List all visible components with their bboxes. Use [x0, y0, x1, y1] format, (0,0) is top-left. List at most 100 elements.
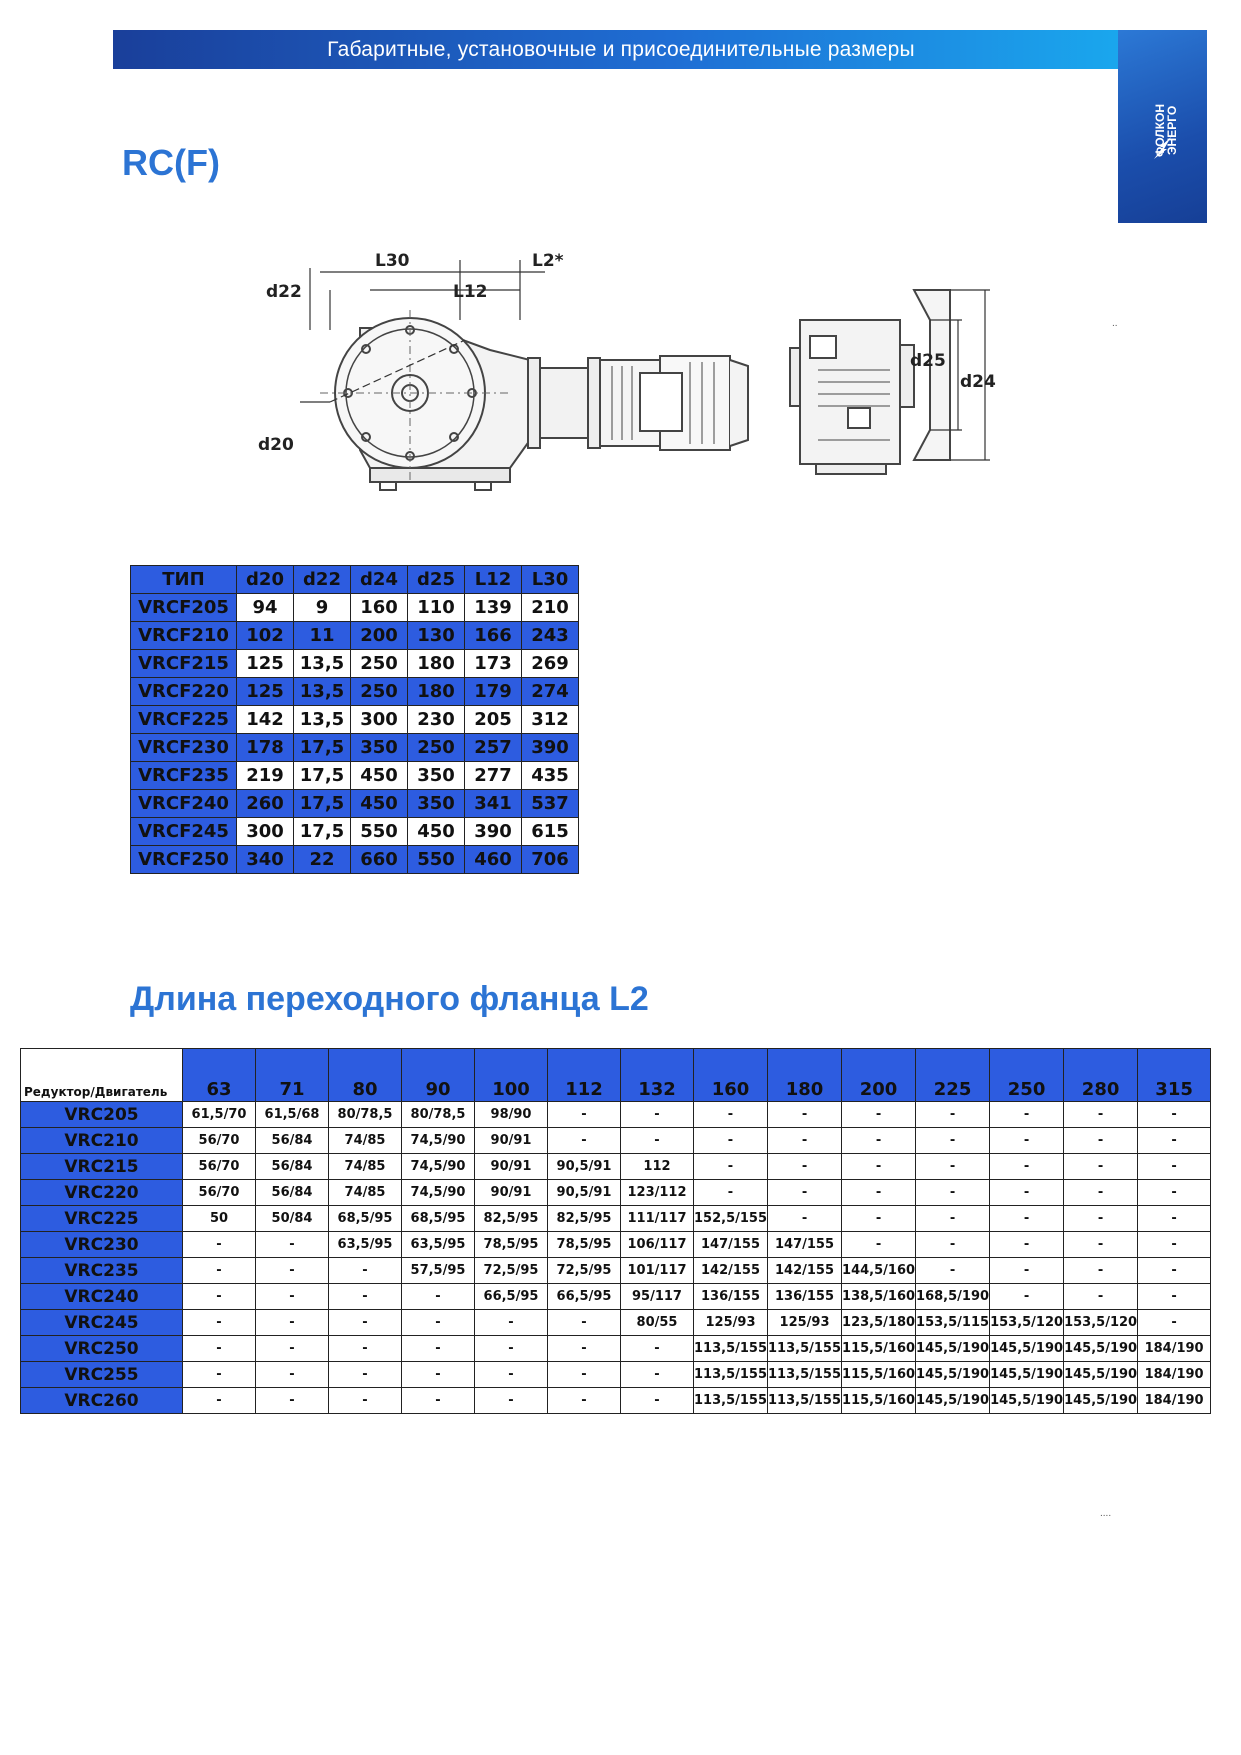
flange-length-value-cell: 115,5/160 [841, 1335, 917, 1362]
flange-length-value-cell: - [182, 1257, 256, 1284]
flange-length-value-cell: 153,5/120 [989, 1309, 1065, 1336]
dimensions-value-cell: 205 [464, 705, 522, 734]
motor-size-column-header: 90 [401, 1048, 475, 1102]
flange-length-value-cell: - [1063, 1257, 1139, 1284]
motor-size-column-header: 200 [841, 1048, 917, 1102]
flange-length-value-cell: 115,5/160 [841, 1387, 917, 1414]
flange-length-value-cell: - [328, 1361, 402, 1388]
flange-length-value-cell: - [1063, 1231, 1139, 1258]
flange-length-value-cell: 145,5/190 [1063, 1335, 1139, 1362]
flange-length-value-cell: - [1063, 1179, 1139, 1206]
flange-length-value-cell: - [1137, 1101, 1212, 1128]
flange-length-value-cell: - [328, 1257, 402, 1284]
motor-size-column-header: 315 [1137, 1048, 1212, 1102]
flange-length-value-cell: - [841, 1127, 917, 1154]
flange-length-value-cell: - [841, 1231, 917, 1258]
dimensions-column-header: L30 [521, 565, 579, 594]
reducer-name-cell: VRC250 [20, 1335, 183, 1362]
flange-length-value-cell: - [328, 1283, 402, 1310]
dimensions-value-cell: 17,5 [293, 817, 351, 846]
flange-length-value-cell: 125/93 [767, 1309, 843, 1336]
flange-length-value-cell: - [182, 1231, 256, 1258]
reducer-name-cell: VRC210 [20, 1127, 183, 1154]
flange-length-value-cell: - [255, 1283, 329, 1310]
flange-length-value-cell: - [182, 1309, 256, 1336]
flange-length-value-cell: 123,5/180 [841, 1309, 917, 1336]
motor-size-column-header: 80 [328, 1048, 402, 1102]
flange-length-value-cell: - [1137, 1309, 1212, 1336]
dimensions-value-cell: 250 [350, 649, 408, 678]
flange-length-value-cell: 68,5/95 [328, 1205, 402, 1232]
flange-length-value-cell: - [767, 1101, 843, 1128]
flange-length-value-cell: 113,5/155 [767, 1387, 843, 1414]
flange-length-value-cell: 74,5/90 [401, 1179, 475, 1206]
dimensions-value-cell: 250 [350, 677, 408, 706]
flange-length-value-cell: 142/155 [692, 1257, 769, 1284]
flange-length-value-cell: - [692, 1101, 769, 1128]
label-d20: d20 [258, 435, 294, 455]
dimensions-value-cell: 125 [236, 677, 294, 706]
dimensions-value-cell: 274 [521, 677, 579, 706]
dimensions-value-cell: 11 [293, 621, 351, 650]
flange-length-value-cell: 74,5/90 [401, 1153, 475, 1180]
dimensions-value-cell: 219 [236, 761, 294, 790]
flange-length-value-cell: - [989, 1257, 1065, 1284]
flange-length-value-cell: 56/84 [255, 1179, 329, 1206]
flange-length-value-cell: 56/70 [182, 1127, 256, 1154]
dimensions-value-cell: 179 [464, 677, 522, 706]
dimensions-value-cell: 102 [236, 621, 294, 650]
motor-size-column-header: 180 [767, 1048, 843, 1102]
flange-length-value-cell: - [989, 1205, 1065, 1232]
dimensions-value-cell: 435 [521, 761, 579, 790]
flange-length-value-cell: 66,5/95 [474, 1283, 548, 1310]
dimensions-value-cell: 230 [407, 705, 465, 734]
section-title-l2: Длина переходного фланца L2 [130, 980, 649, 1018]
dimensions-value-cell: 22 [293, 845, 351, 874]
motor-size-column-header: 132 [620, 1048, 694, 1102]
flange-length-value-cell: - [474, 1335, 548, 1362]
flange-length-value-cell: - [1063, 1101, 1139, 1128]
flange-length-corner-header: Редуктор/Двигатель [20, 1048, 183, 1102]
flange-length-value-cell: 145,5/190 [989, 1335, 1065, 1362]
flange-length-value-cell: - [841, 1179, 917, 1206]
flange-length-value-cell: - [1137, 1179, 1212, 1206]
flange-length-value-cell: - [989, 1127, 1065, 1154]
flange-length-value-cell: 61,5/70 [182, 1101, 256, 1128]
flange-length-value-cell: - [915, 1205, 991, 1232]
banner-title: Габаритные, установочные и присоединител… [327, 37, 915, 61]
dimensions-value-cell: 139 [464, 593, 522, 622]
flange-length-value-cell: 142/155 [767, 1257, 843, 1284]
flange-length-value-cell: - [620, 1127, 694, 1154]
dimensions-value-cell: 340 [236, 845, 294, 874]
flange-length-value-cell: - [1063, 1205, 1139, 1232]
flange-length-value-cell: - [620, 1387, 694, 1414]
flange-length-value-cell: - [401, 1309, 475, 1336]
dimensions-value-cell: 615 [521, 817, 579, 846]
flange-length-value-cell: - [620, 1101, 694, 1128]
reducer-name-cell: VRC215 [20, 1153, 183, 1180]
flange-length-value-cell: 145,5/190 [989, 1361, 1065, 1388]
dimensions-value-cell: 13,5 [293, 705, 351, 734]
flange-length-value-cell: 145,5/190 [989, 1387, 1065, 1414]
flange-length-value-cell: 184/190 [1137, 1361, 1212, 1388]
dimensions-value-cell: 160 [350, 593, 408, 622]
dimensions-value-cell: 173 [464, 649, 522, 678]
flange-length-value-cell: 78,5/95 [474, 1231, 548, 1258]
flange-length-value-cell: 113,5/155 [767, 1335, 843, 1362]
flange-length-value-cell: - [915, 1153, 991, 1180]
reducer-name-cell: VRC240 [20, 1283, 183, 1310]
flange-length-value-cell: - [401, 1283, 475, 1310]
flange-length-value-cell: - [692, 1179, 769, 1206]
flange-length-value-cell: - [182, 1361, 256, 1388]
flange-length-value-cell: 136/155 [767, 1283, 843, 1310]
flange-length-value-cell: - [915, 1231, 991, 1258]
